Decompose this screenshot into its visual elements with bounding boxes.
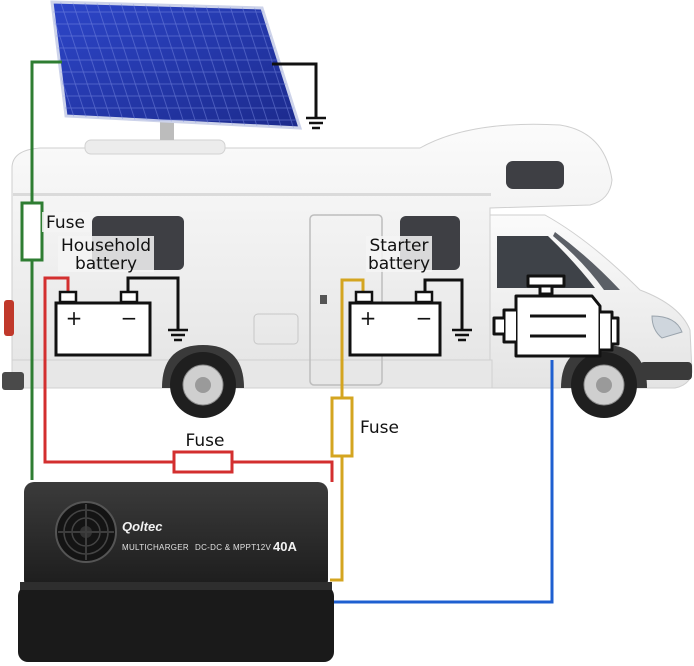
fuse-icon (20, 201, 44, 262)
starter-ground-wire (423, 278, 464, 330)
battery-plus-label: + (360, 306, 377, 330)
device-voltage: 12V (256, 543, 271, 552)
solar-ground-wire (272, 62, 318, 118)
starter-battery-label-line2: battery (368, 254, 430, 274)
fan-icon (55, 501, 117, 563)
ground-icon (168, 328, 188, 342)
device-model: MULTICHARGER (122, 543, 189, 552)
battery-minus-label: − (121, 306, 138, 330)
fuse-icon (172, 450, 234, 474)
household-battery-label-line2: battery (75, 254, 137, 274)
battery-icon (348, 290, 442, 357)
solar-panel-icon (50, 0, 303, 140)
device-current: 40A (273, 539, 297, 554)
fuse-starter-label: Fuse (360, 418, 399, 438)
household-battery-label-line1: Household (61, 236, 151, 256)
front-wheel (571, 352, 637, 418)
battery-plus-label: + (66, 306, 83, 330)
household-ground-wire (126, 276, 180, 330)
device-mode: DC-DC & MPPT (195, 543, 256, 552)
rear-wheel (170, 352, 236, 418)
fuse-solar-label: Fuse (46, 213, 85, 233)
battery-icon (54, 290, 152, 357)
starter-battery-label-line1: Starter (370, 236, 429, 256)
household-battery-wire (43, 276, 334, 482)
engine-icon (492, 274, 620, 358)
engine-wire (330, 360, 554, 604)
ground-icon (452, 328, 472, 342)
battery-minus-label: − (416, 306, 433, 330)
fuse-household-label: Fuse (186, 431, 225, 451)
solar-wire (30, 60, 62, 480)
device-brand: Qoltec (122, 519, 163, 534)
fuse-icon (330, 396, 354, 458)
starter-battery-wire (330, 278, 365, 582)
ground-icon (306, 116, 326, 130)
